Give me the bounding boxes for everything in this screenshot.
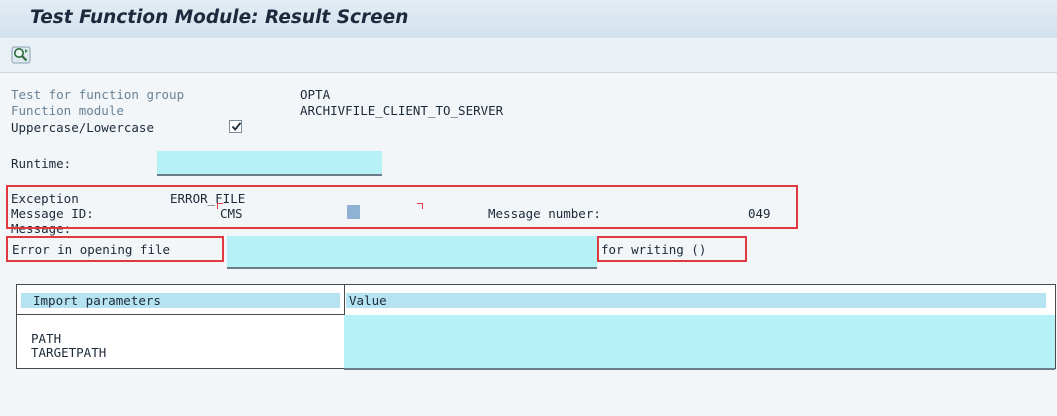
function-group-value: OPTA <box>300 87 331 102</box>
runtime-label: Runtime: <box>11 156 72 171</box>
runtime-value-redacted <box>157 151 382 176</box>
text-cursor <box>347 205 360 219</box>
exception-label: Exception <box>11 191 79 206</box>
checkmark-icon <box>231 122 242 131</box>
file-path-redacted <box>227 236 597 269</box>
column-header-import-parameters[interactable]: Import parameters <box>21 293 340 308</box>
title-bar: Test Function Module: Result Screen <box>0 0 1057 39</box>
magnifier-back-icon[interactable] <box>11 45 31 65</box>
function-group-label: Test for function group <box>11 87 185 102</box>
exception-value: ERROR_FILE <box>170 191 246 206</box>
function-module-value: ARCHIVFILE_CLIENT_TO_SERVER <box>300 103 504 118</box>
message-number-label: Message number: <box>488 206 601 221</box>
error-prefix-highlight-box <box>6 236 224 262</box>
param-name-path[interactable]: PATH <box>31 331 62 346</box>
function-module-label: Function module <box>11 103 124 118</box>
page-title: Test Function Module: Result Screen <box>30 7 409 28</box>
exception-highlight-box <box>6 185 798 229</box>
message-id-label: Message ID: <box>11 206 94 221</box>
param-values-redacted <box>344 315 1055 370</box>
error-suffix-highlight-box <box>597 236 747 262</box>
column-header-label: Value <box>349 293 387 308</box>
column-header-label: Import parameters <box>33 293 161 308</box>
column-header-value[interactable]: Value <box>346 293 1046 308</box>
param-name-targetpath[interactable]: TARGETPATH <box>31 345 107 360</box>
field-corner-tr <box>417 203 423 209</box>
field-corner-tl <box>217 203 223 209</box>
header-divider <box>17 314 344 315</box>
message-id-value: CMS <box>220 206 243 221</box>
toolbar <box>0 38 1057 73</box>
message-number-value: 049 <box>748 206 771 221</box>
error-prefix-text: Error in opening file <box>12 242 171 257</box>
error-suffix-text: for writing () <box>601 242 707 257</box>
case-label: Uppercase/Lowercase <box>11 120 154 135</box>
uppercase-lowercase-checkbox[interactable] <box>229 120 242 133</box>
